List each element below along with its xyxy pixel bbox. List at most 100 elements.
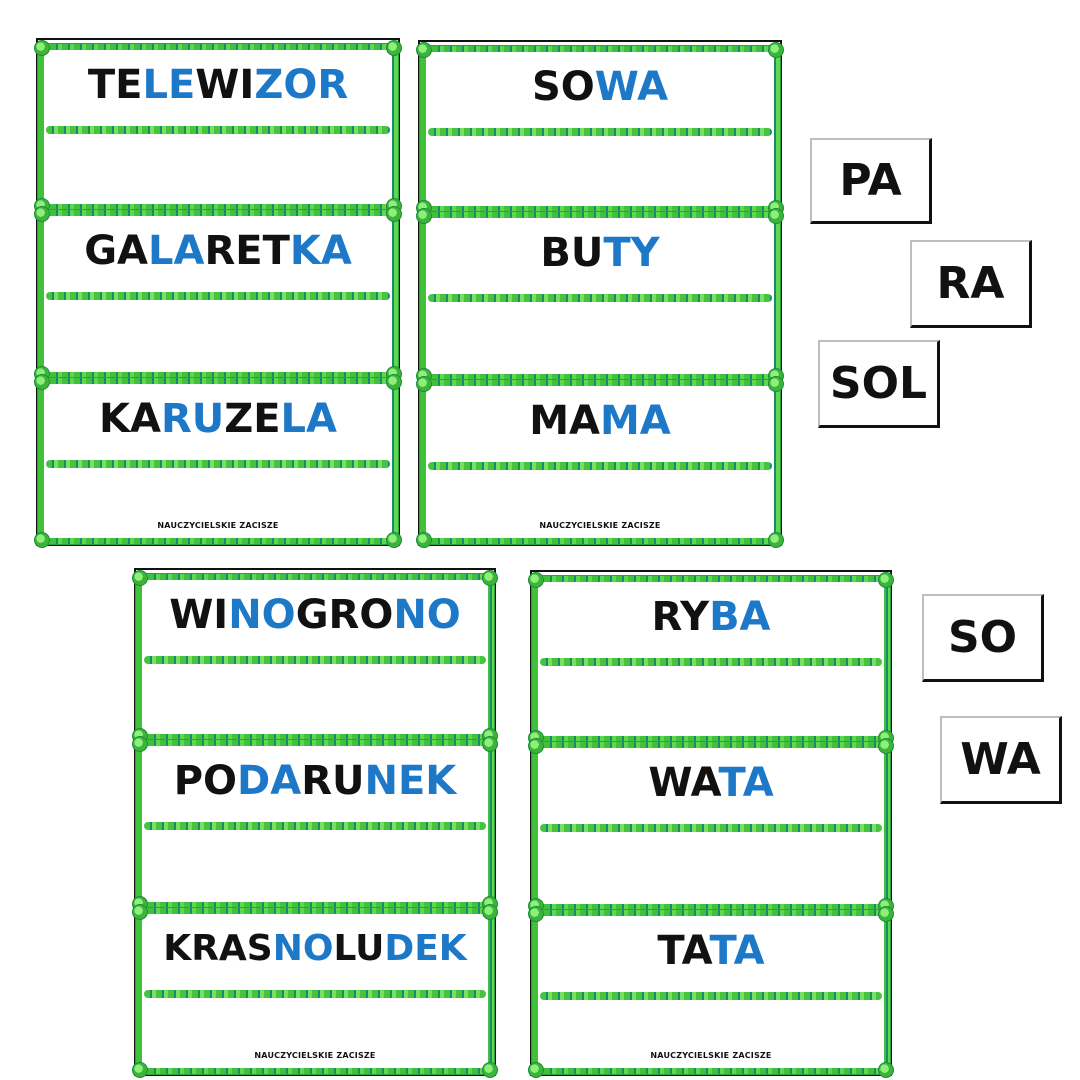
button-icon bbox=[768, 532, 784, 548]
syllable: TA bbox=[709, 928, 765, 974]
syllable-tile-pa[interactable]: PA bbox=[810, 138, 932, 224]
button-icon bbox=[386, 40, 402, 56]
button-icon bbox=[34, 40, 50, 56]
syllable-tile-so[interactable]: SO bbox=[922, 594, 1044, 682]
word-card: KRASNOLUDEK NAUCZYCIELSKIE ZACISZE bbox=[132, 904, 498, 1078]
syllable: LA bbox=[280, 396, 337, 442]
button-icon bbox=[878, 906, 894, 922]
button-icon bbox=[132, 1062, 148, 1078]
syllable: RY bbox=[651, 594, 710, 640]
syllable: RU bbox=[301, 758, 365, 804]
word-text: RYBA bbox=[538, 590, 884, 644]
button-icon bbox=[528, 1062, 544, 1078]
footer-brand: NAUCZYCIELSKIE ZACISZE bbox=[254, 1051, 376, 1060]
button-icon bbox=[878, 738, 894, 754]
button-icon bbox=[482, 570, 498, 586]
syllable: GRO bbox=[295, 592, 394, 638]
word-text: KRASNOLUDEK bbox=[142, 922, 488, 976]
word-text: PODARUNEK bbox=[142, 754, 488, 808]
button-icon bbox=[416, 42, 432, 58]
button-icon bbox=[416, 208, 432, 224]
syllable: BA bbox=[709, 594, 771, 640]
footer-brand: NAUCZYCIELSKIE ZACISZE bbox=[539, 521, 661, 530]
syllable: LA bbox=[147, 228, 205, 274]
syllable: NO bbox=[228, 592, 296, 638]
syllable: GA bbox=[84, 228, 148, 274]
syllable: KA bbox=[289, 228, 352, 274]
button-icon bbox=[528, 906, 544, 922]
button-string-divider bbox=[428, 128, 772, 136]
syllable: NO bbox=[272, 928, 334, 969]
button-icon bbox=[132, 736, 148, 752]
syllable: LE bbox=[142, 62, 196, 108]
button-icon bbox=[416, 532, 432, 548]
button-string-divider bbox=[540, 992, 882, 1000]
word-card: KARUZELA NAUCZYCIELSKIE ZACISZE bbox=[34, 374, 402, 548]
syllable: RET bbox=[204, 228, 290, 274]
button-string-divider bbox=[540, 658, 882, 666]
syllable: TA bbox=[718, 760, 774, 806]
word-card: TELEWIZOR bbox=[34, 40, 402, 214]
button-icon bbox=[132, 570, 148, 586]
syllable: MA bbox=[529, 398, 600, 444]
word-card: RYBA bbox=[528, 572, 894, 746]
button-icon bbox=[768, 376, 784, 392]
syllable: KA bbox=[98, 396, 161, 442]
word-text: TELEWIZOR bbox=[44, 58, 392, 112]
button-icon bbox=[386, 374, 402, 390]
footer-brand: NAUCZYCIELSKIE ZACISZE bbox=[650, 1051, 772, 1060]
word-text: MAMA bbox=[426, 394, 774, 448]
button-icon bbox=[482, 736, 498, 752]
button-icon bbox=[416, 376, 432, 392]
syllable-tile-wa[interactable]: WA bbox=[940, 716, 1062, 804]
syllable: PO bbox=[173, 758, 238, 804]
syllable: ZOR bbox=[254, 62, 349, 108]
word-text: WATA bbox=[538, 756, 884, 810]
syllable: WI bbox=[195, 62, 255, 108]
footer-brand: NAUCZYCIELSKIE ZACISZE bbox=[157, 521, 279, 530]
syllable: KRAS bbox=[163, 928, 273, 969]
sheet-2: SOWA BUTY MAMA NAUCZYCIELSKIE ZACISZE bbox=[416, 40, 784, 548]
syllable: WA bbox=[594, 64, 669, 110]
syllable: SO bbox=[531, 64, 595, 110]
word-card: WINOGRONO bbox=[132, 570, 498, 744]
button-string-divider bbox=[144, 656, 486, 664]
word-text: BUTY bbox=[426, 226, 774, 280]
word-card: SOWA bbox=[416, 42, 784, 216]
syllable-tile-sol[interactable]: SOL bbox=[818, 340, 940, 428]
syllable: WA bbox=[648, 760, 719, 806]
word-text: GALARETKA bbox=[44, 224, 392, 278]
button-icon bbox=[878, 1062, 894, 1078]
button-string-divider bbox=[144, 822, 486, 830]
button-icon bbox=[482, 904, 498, 920]
button-icon bbox=[132, 904, 148, 920]
syllable: DA bbox=[237, 758, 302, 804]
button-string-divider bbox=[46, 126, 390, 134]
syllable: TE bbox=[87, 62, 143, 108]
button-string-divider bbox=[540, 824, 882, 832]
button-string-divider bbox=[428, 462, 772, 470]
syllable: WI bbox=[169, 592, 229, 638]
button-string-divider bbox=[46, 292, 390, 300]
syllable-tile-ra[interactable]: RA bbox=[910, 240, 1032, 328]
button-icon bbox=[34, 532, 50, 548]
button-icon bbox=[878, 572, 894, 588]
button-icon bbox=[386, 532, 402, 548]
syllable: NEK bbox=[364, 758, 457, 804]
word-card: TATA NAUCZYCIELSKIE ZACISZE bbox=[528, 906, 894, 1078]
button-string-divider bbox=[428, 294, 772, 302]
syllable: TY bbox=[603, 230, 660, 276]
sheet-1: TELEWIZOR GALARETKA KARUZELA NAUCZYCIELS… bbox=[34, 38, 402, 548]
word-card: BUTY bbox=[416, 208, 784, 384]
syllable: DEK bbox=[384, 928, 467, 969]
syllable: ZE bbox=[224, 396, 281, 442]
sheet-4: RYBA WATA TATA NAUCZYCIELSKIE ZACISZE bbox=[528, 570, 894, 1078]
word-text: WINOGRONO bbox=[142, 588, 488, 642]
syllable: MA bbox=[600, 398, 671, 444]
button-icon bbox=[768, 42, 784, 58]
button-icon bbox=[34, 206, 50, 222]
word-card: GALARETKA bbox=[34, 206, 402, 382]
word-text: TATA bbox=[538, 924, 884, 978]
button-icon bbox=[34, 374, 50, 390]
button-icon bbox=[386, 206, 402, 222]
